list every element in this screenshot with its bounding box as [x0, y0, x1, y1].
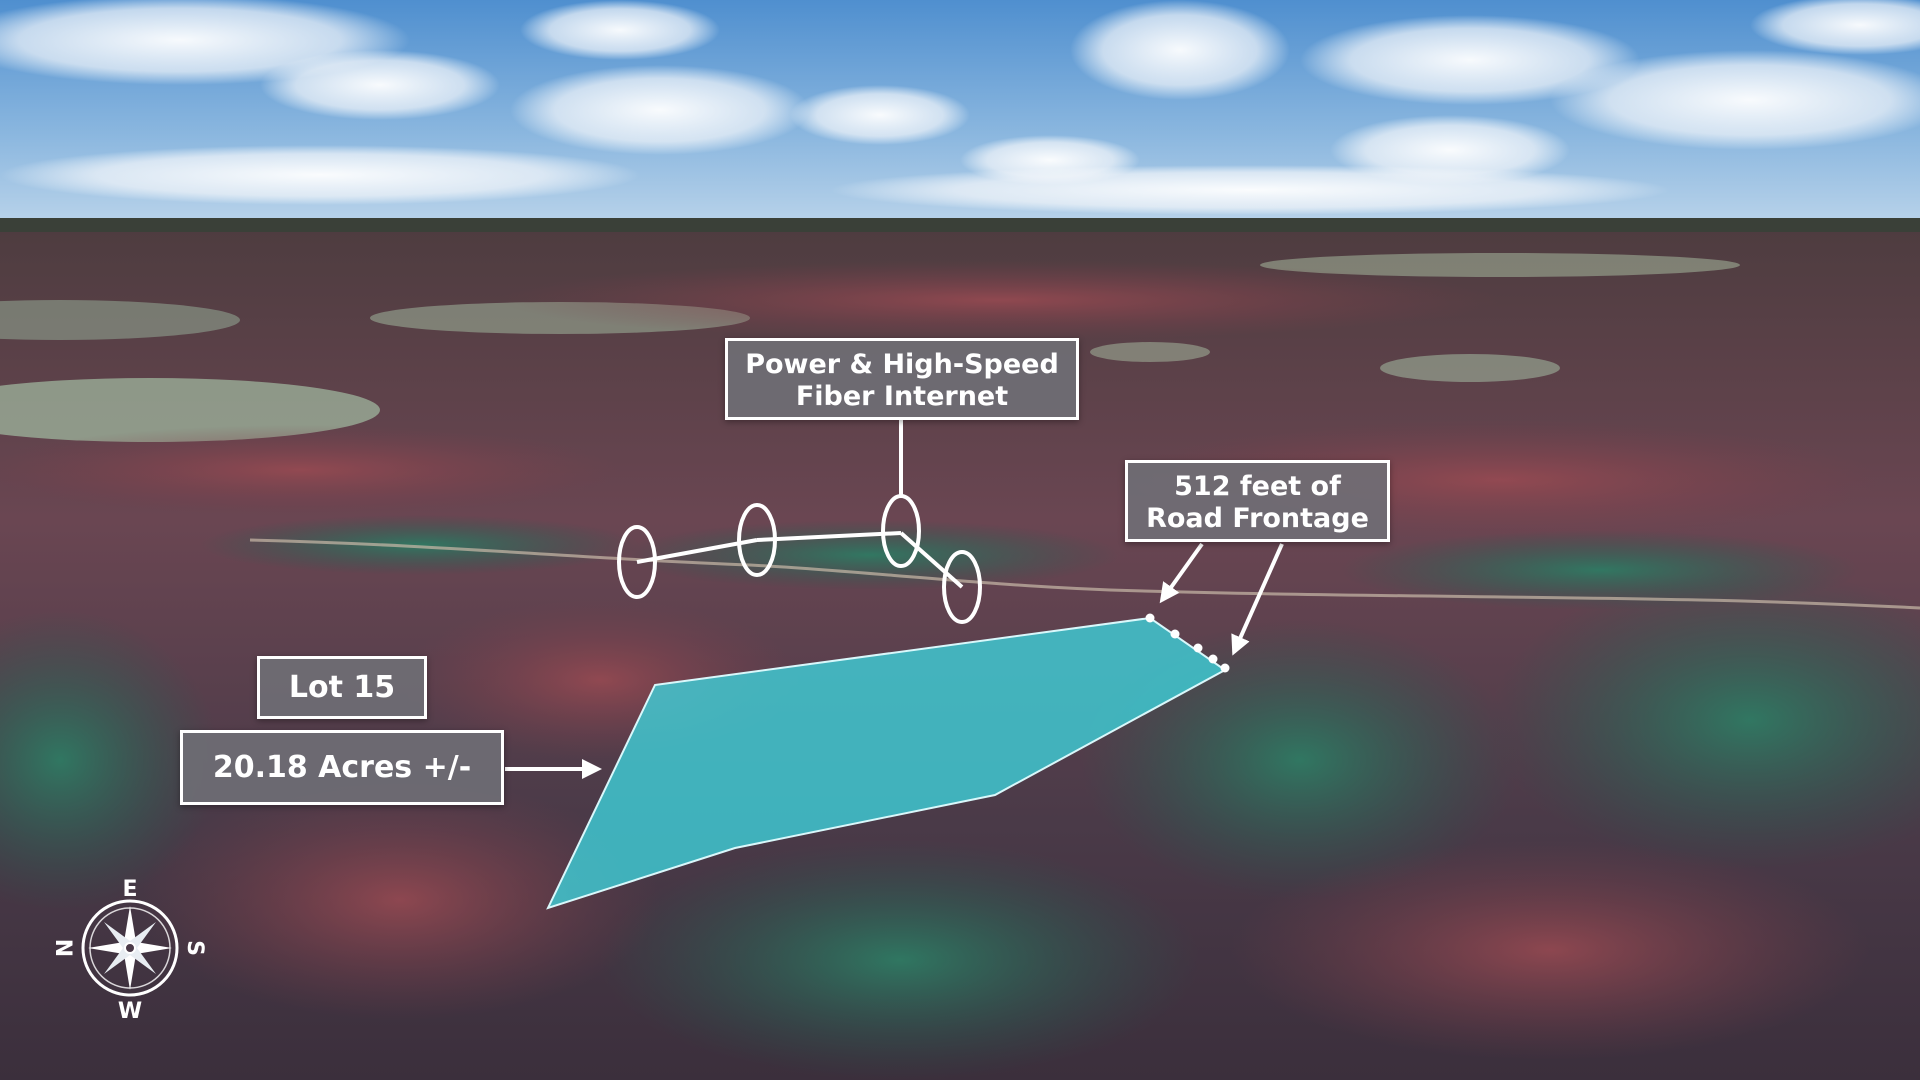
- frontage-arrow-right: [1231, 543, 1284, 656]
- frontage-callout-line1: 512 feet of: [1174, 471, 1341, 502]
- compass-bottom-label: W: [118, 999, 142, 1024]
- utility-line: [617, 418, 982, 624]
- frontage-callout-line2: Road Frontage: [1146, 502, 1369, 534]
- utility-pole-marker: [617, 525, 657, 599]
- utility-pole-marker: [942, 550, 982, 624]
- utilities-callout: Power & High-Speed Fiber Internet: [725, 338, 1079, 420]
- utilities-callout-line2: Fiber Internet: [795, 380, 1009, 412]
- utilities-callout-line1: Power & High-Speed: [745, 349, 1059, 380]
- terrain-patches: [0, 253, 1920, 1080]
- compass-top-label: E: [122, 877, 137, 902]
- compass-right-label: S: [182, 940, 207, 956]
- utility-pole-marker: [737, 503, 777, 577]
- lot-callout: Lot 15: [257, 656, 427, 719]
- compass-left-label: N: [50, 939, 75, 957]
- compass-rose-icon: E N S W: [50, 877, 207, 1024]
- acres-callout: 20.18 Acres +/-: [180, 730, 504, 805]
- road-frontage-marker: [1145, 613, 1230, 673]
- frontage-arrow-left: [1159, 542, 1204, 604]
- clouds: [0, 0, 1920, 215]
- frontage-callout: 512 feet of Road Frontage: [1125, 460, 1390, 542]
- road: [249, 538, 1920, 610]
